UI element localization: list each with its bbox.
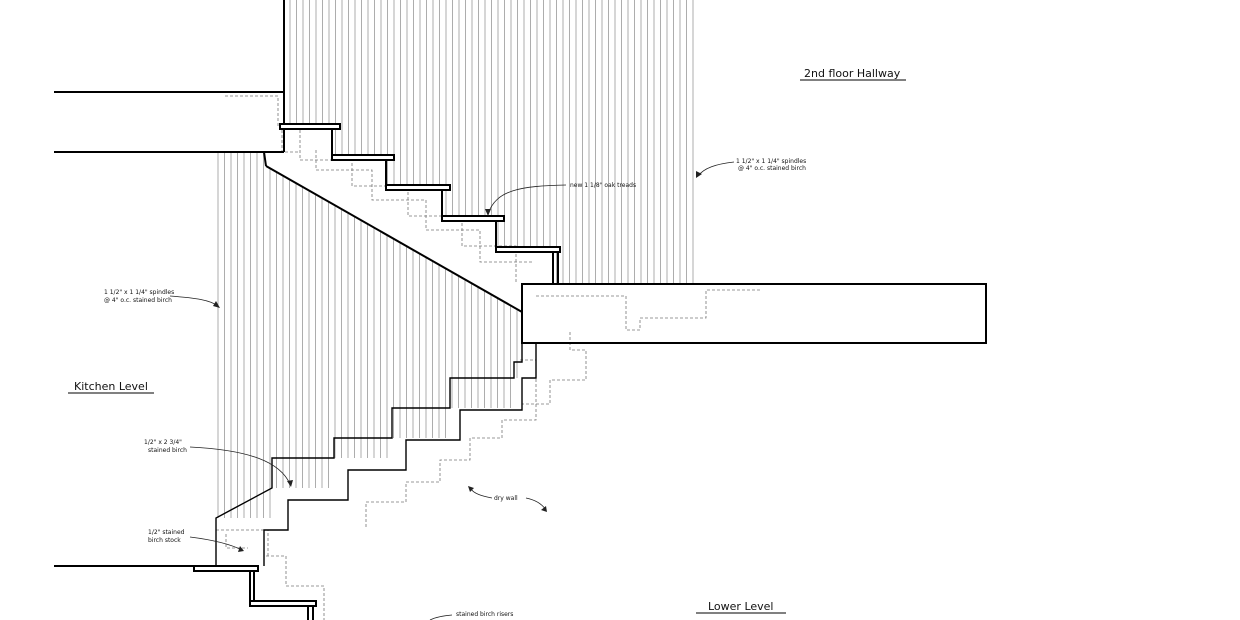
skirt-leader	[189, 446, 291, 485]
stringer	[265, 165, 523, 313]
tread	[279, 123, 341, 130]
drywall-leader-left	[469, 487, 493, 499]
tread	[249, 600, 317, 607]
tread	[193, 565, 259, 572]
hidden-lines	[216, 95, 760, 620]
stringer-end	[263, 151, 267, 167]
treads-note: new 1 1/8" oak treads	[570, 182, 636, 189]
lower-level-label: Lower Level	[708, 600, 773, 613]
upper-spindles	[289, 0, 694, 284]
lower-treads	[193, 565, 317, 607]
treads-leader	[487, 184, 567, 215]
lower-stair-profile	[263, 342, 537, 566]
lower-spindles-note-1: 1 1/2" x 1 1/4" spindles	[104, 289, 174, 296]
tread	[385, 184, 451, 191]
drywall-leader-right	[525, 497, 547, 511]
stock-note-2: birch stock	[148, 537, 181, 544]
lower-spindles-note-2: @ 4" o.c. stained birch	[104, 297, 172, 304]
risers-note: stained birch risers	[456, 611, 513, 618]
middle-level-label: Kitchen Level	[74, 380, 148, 393]
tread	[495, 246, 561, 253]
upper-treads	[279, 123, 561, 253]
tread	[331, 154, 395, 161]
drywall-note: dry wall	[494, 495, 518, 502]
risers-leader	[429, 614, 453, 620]
upper-level-label: 2nd floor Hallway	[804, 67, 901, 80]
floor-structure	[54, 0, 987, 567]
spindles-lower-leader	[169, 295, 219, 307]
spindles-upper-leader	[697, 161, 735, 177]
upper-risers	[331, 129, 559, 284]
skirt-note-1: 1/2" x 2 3/4"	[144, 439, 182, 446]
upper-spindles-note-2: @ 4" o.c. stained birch	[738, 165, 806, 172]
lower-spindles	[217, 152, 518, 518]
lower-stair-skirt	[215, 312, 523, 566]
leader-arrows	[213, 171, 702, 552]
tread	[441, 215, 505, 222]
stock-note-1: 1/2" stained	[148, 529, 185, 536]
skirt-note-2: stained birch	[148, 447, 187, 454]
upper-spindles-note-1: 1 1/2" x 1 1/4" spindles	[736, 158, 806, 165]
landing-slab	[521, 283, 987, 344]
